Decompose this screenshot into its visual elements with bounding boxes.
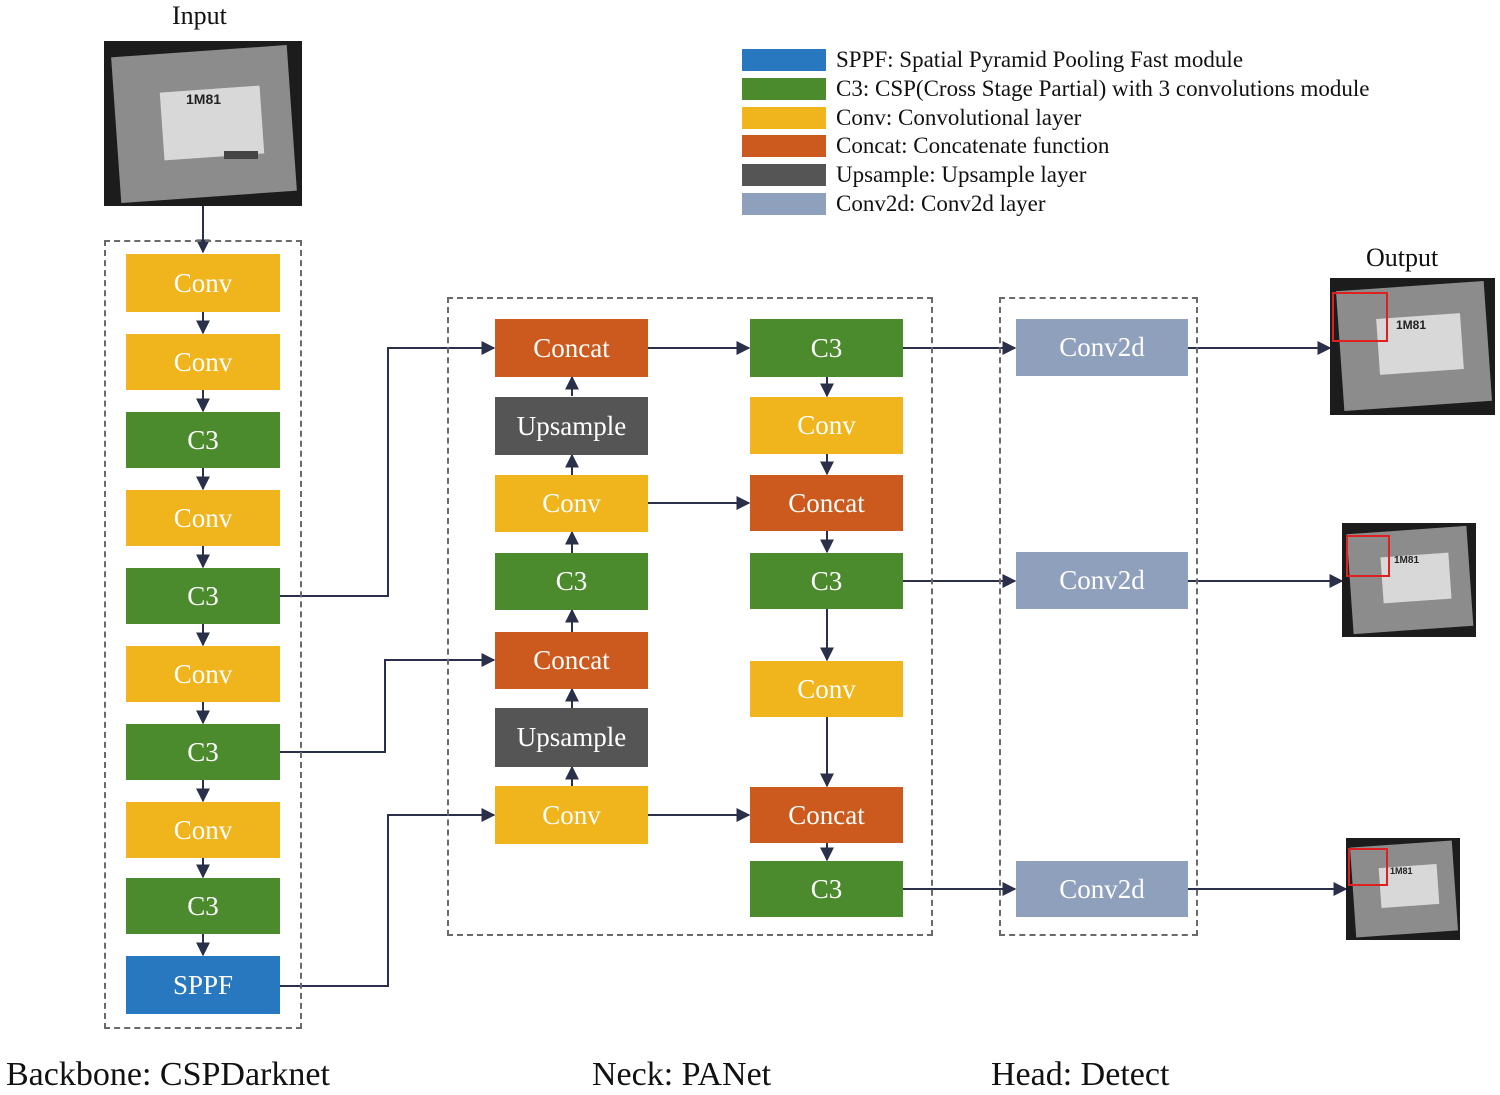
detection-box: [1346, 535, 1390, 577]
neck-frame: [447, 297, 933, 936]
legend-item: Upsample: Upsample layer: [742, 162, 1087, 187]
head-block-conv2d: Conv2d: [1016, 319, 1188, 376]
neck-block-conv: Conv: [750, 661, 903, 717]
legend-item: Concat: Concatenate function: [742, 133, 1110, 158]
backbone-block-c3: C3: [126, 568, 280, 624]
legend-swatch: [742, 164, 826, 186]
photo-label-text: 1M81: [1394, 555, 1420, 566]
legend-swatch: [742, 193, 826, 215]
head-frame: [999, 297, 1198, 936]
legend-swatch: [742, 135, 826, 157]
head-caption: Head: Detect: [991, 1056, 1170, 1093]
legend-item: SPPF: Spatial Pyramid Pooling Fast modul…: [742, 47, 1244, 72]
backbone-block-conv: Conv: [126, 490, 280, 546]
legend-swatch: [742, 107, 826, 129]
legend-text: Conv: Convolutional layer: [836, 105, 1082, 130]
neck-block-c3: C3: [750, 553, 903, 609]
neck-block-conv: Conv: [750, 397, 903, 454]
output-image-medium: 1M81: [1342, 523, 1476, 637]
legend-swatch: [742, 49, 826, 71]
detection-box: [1348, 848, 1388, 886]
backbone-block-c3: C3: [126, 412, 280, 468]
head-block-conv2d: Conv2d: [1016, 861, 1188, 917]
neck-block-c3: C3: [750, 861, 903, 917]
neck-block-upsample: Upsample: [495, 397, 648, 455]
backbone-block-c3: C3: [126, 724, 280, 780]
neck-block-conv: Conv: [495, 475, 648, 532]
photo-label-text: 1M81: [1390, 866, 1413, 876]
neck-block-concat: Concat: [750, 787, 903, 843]
backbone-block-sppf: SPPF: [126, 956, 280, 1014]
backbone-caption: Backbone: CSPDarknet: [6, 1056, 330, 1093]
legend-item: C3: CSP(Cross Stage Partial) with 3 conv…: [742, 76, 1370, 101]
legend-text: C3: CSP(Cross Stage Partial) with 3 conv…: [836, 76, 1370, 101]
legend-text: Concat: Concatenate function: [836, 133, 1110, 158]
detection-box: [1332, 292, 1388, 342]
neck-block-upsample: Upsample: [495, 708, 648, 767]
neck-caption: Neck: PANet: [592, 1056, 772, 1093]
backbone-block-conv: Conv: [126, 254, 280, 312]
neck-block-conv: Conv: [495, 786, 648, 844]
backbone-block-c3: C3: [126, 878, 280, 934]
photo-label-text: 1M81: [186, 91, 222, 107]
legend-item: Conv: Convolutional layer: [742, 105, 1082, 130]
neck-block-concat: Concat: [495, 632, 648, 689]
legend-text: Upsample: Upsample layer: [836, 162, 1087, 187]
neck-block-concat: Concat: [750, 475, 903, 531]
output-image-small: 1M81: [1346, 838, 1460, 940]
legend-item: Conv2d: Conv2d layer: [742, 191, 1046, 216]
backbone-block-conv: Conv: [126, 646, 280, 702]
output-title: Output: [1366, 243, 1439, 272]
legend-swatch: [742, 78, 826, 100]
output-image-large: 1M81: [1330, 278, 1495, 415]
neck-block-c3: C3: [495, 553, 648, 610]
input-image: 1M81: [104, 41, 302, 206]
legend-text: Conv2d: Conv2d layer: [836, 191, 1046, 216]
photo-label-text: 1M81: [1396, 318, 1427, 332]
backbone-block-conv: Conv: [126, 334, 280, 390]
neck-block-concat: Concat: [495, 319, 648, 377]
backbone-block-conv: Conv: [126, 802, 280, 858]
neck-block-c3: C3: [750, 319, 903, 377]
head-block-conv2d: Conv2d: [1016, 552, 1188, 609]
input-title: Input: [172, 1, 227, 30]
legend-text: SPPF: Spatial Pyramid Pooling Fast modul…: [836, 47, 1244, 72]
backbone-frame: [104, 240, 302, 1029]
